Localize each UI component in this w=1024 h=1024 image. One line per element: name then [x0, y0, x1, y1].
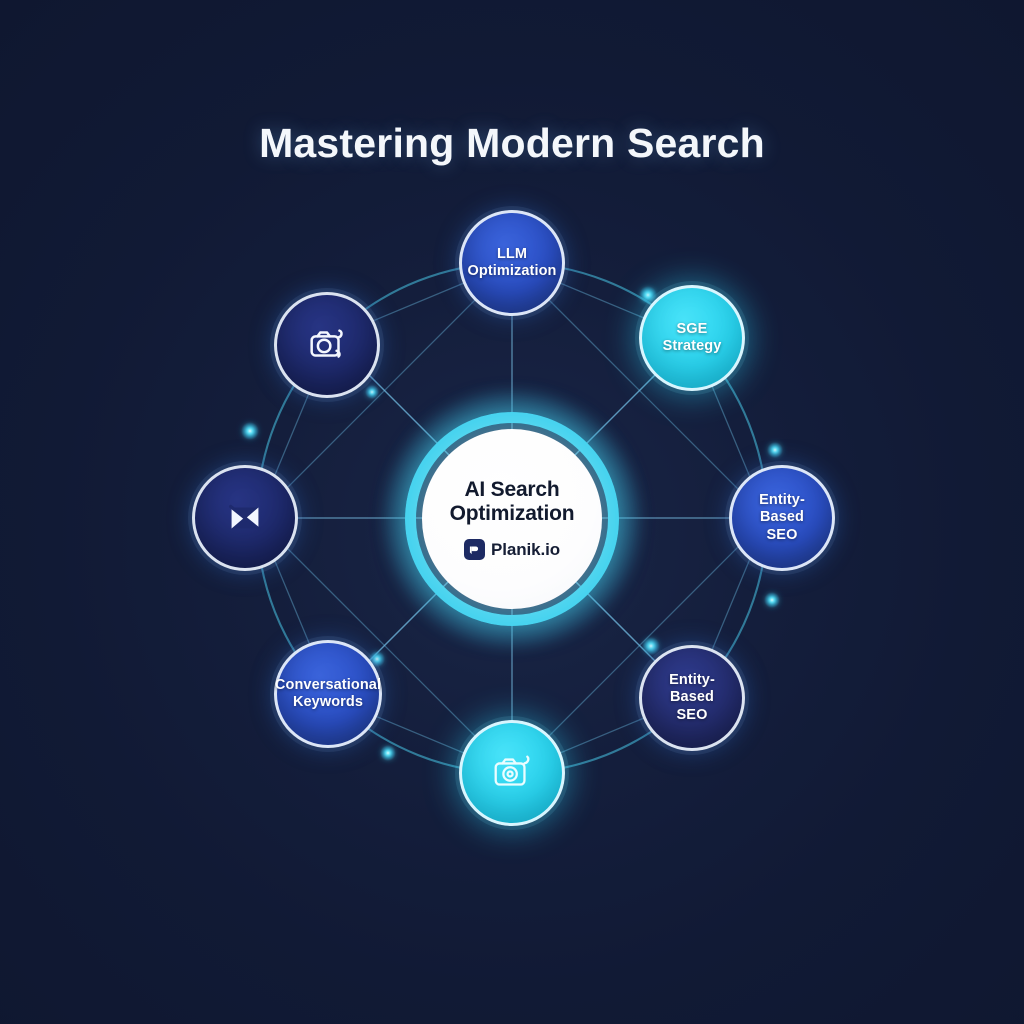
node-llm-optimization[interactable]: LLM Optimization — [459, 210, 565, 316]
brand-name: Planik.io — [490, 539, 560, 559]
glow-dots — [241, 286, 783, 761]
page-title: Mastering Modern Search — [259, 120, 765, 166]
hub-ring — [405, 412, 619, 626]
camera-icon — [494, 755, 530, 786]
node-label: SGE Strategy — [662, 320, 722, 354]
camera-icon — [310, 329, 343, 358]
node-mail-left[interactable] — [192, 465, 298, 571]
node-camera-bottom[interactable] — [459, 720, 565, 826]
planik-p-logo-icon — [463, 539, 485, 561]
hub-core[interactable]: AI Search Optimization Planik.io — [422, 429, 602, 609]
mail-envelope-icon — [228, 504, 262, 532]
node-label: LLM Optimization — [467, 245, 557, 279]
node-sge-strategy[interactable]: SGE Strategy — [639, 285, 745, 391]
node-conversational-keywords[interactable]: Conversational Keywords — [274, 640, 382, 748]
node-entity-based-seo-right[interactable]: Entity-Based SEO — [729, 465, 835, 571]
node-label: Conversational Keywords — [274, 676, 382, 710]
hub-title: AI Search Optimization — [449, 477, 575, 525]
brand-lockup: Planik.io — [463, 539, 560, 561]
node-camera-upper-left[interactable] — [274, 292, 380, 398]
node-entity-based-seo-lower[interactable]: Entity-Based SEO — [639, 645, 745, 751]
node-label: Entity-Based SEO — [759, 492, 805, 543]
node-label: Entity-Based SEO — [669, 672, 715, 723]
